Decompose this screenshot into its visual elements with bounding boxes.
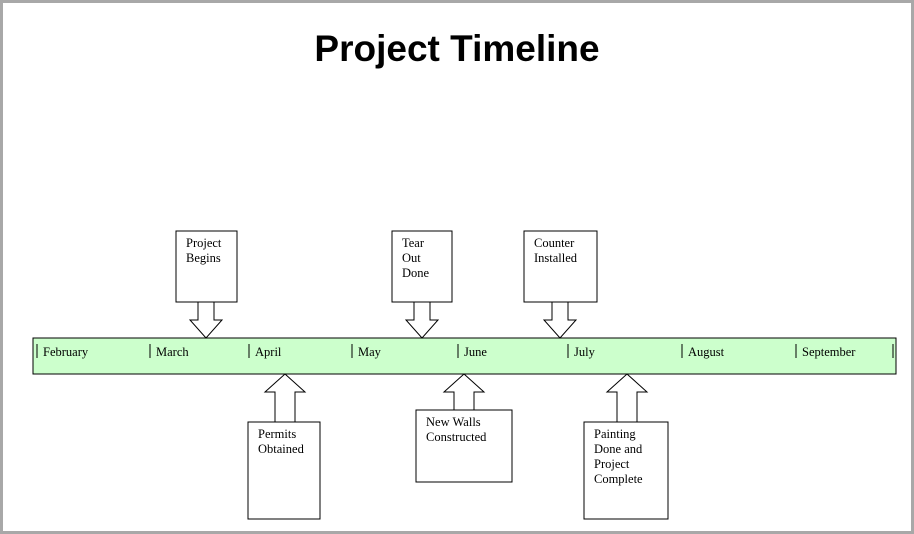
callout-box	[583, 421, 669, 520]
callout-text-line: Done and	[594, 442, 643, 456]
callout-box	[175, 230, 238, 303]
month-label-august: August	[688, 345, 725, 359]
month-label-september: September	[802, 345, 856, 359]
callout-text-line: Done	[402, 266, 430, 280]
callout-box	[391, 230, 453, 303]
callout-box	[247, 421, 321, 520]
month-label-may: May	[358, 345, 382, 359]
callouts: ProjectBeginsTearOutDoneCounterInstalled…	[175, 230, 669, 520]
month-label-march: March	[156, 345, 189, 359]
up-arrow	[263, 373, 307, 423]
callout-text-line: Installed	[534, 251, 578, 265]
callout-text-line: New Walls	[426, 415, 481, 429]
callout-text-line: Project	[186, 236, 222, 250]
month-label-february: February	[43, 345, 89, 359]
callout-text-line: Out	[402, 251, 421, 265]
callout-text-line: Tear	[402, 236, 425, 250]
callout-text-line: Counter	[534, 236, 575, 250]
callout-text-line: Project	[594, 457, 630, 471]
down-arrow	[404, 301, 440, 339]
down-arrow	[542, 301, 578, 339]
month-label-april: April	[255, 345, 282, 359]
callout-text-line: Permits	[258, 427, 296, 441]
month-label-july: July	[574, 345, 596, 359]
month-labels: February March April May June July August Septe…	[36, 344, 894, 359]
timeline-bar	[32, 337, 897, 375]
callout-text-line: Painting	[594, 427, 636, 441]
callout-text-line: Obtained	[258, 442, 305, 456]
diagram-title: Project Timeline	[314, 28, 600, 69]
callout-text-line: Complete	[594, 472, 643, 486]
down-arrow	[188, 301, 224, 339]
month-label-june: June	[464, 345, 487, 359]
callout-box	[523, 230, 598, 303]
up-arrow	[442, 373, 486, 411]
up-arrow	[605, 373, 649, 423]
callout-text-line: Begins	[186, 251, 221, 265]
callout-box	[415, 409, 513, 483]
callout-text-line: Constructed	[426, 430, 487, 444]
